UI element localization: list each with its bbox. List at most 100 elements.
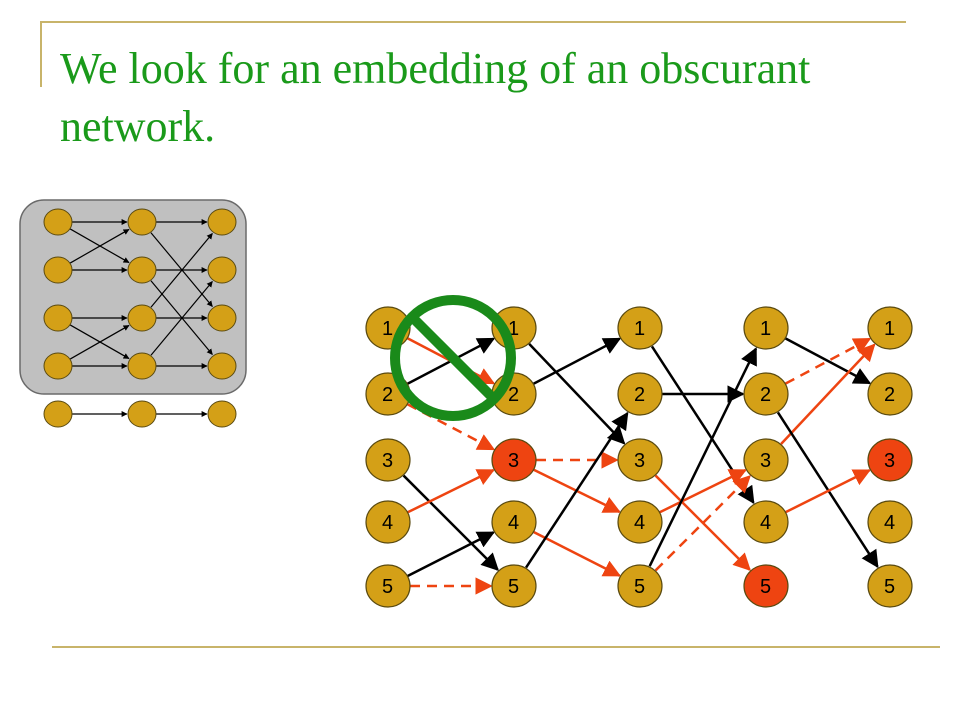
node-circle (365, 500, 411, 544)
prohibition-slash (408, 313, 498, 403)
node-c5-r3: 3 (867, 438, 913, 482)
node-c4-r4: 4 (743, 500, 789, 544)
left-rule (40, 21, 42, 87)
node-circle (743, 372, 789, 416)
node-c4-r2: 2 (743, 372, 789, 416)
inset-node-c2-r2 (127, 256, 157, 284)
node-label: 2 (508, 384, 519, 406)
node-label: 3 (884, 450, 895, 472)
inset-edge-16 (150, 281, 213, 356)
node-label: 4 (382, 512, 393, 534)
node-label: 1 (508, 318, 519, 340)
node-label: 3 (382, 450, 393, 472)
inset-node-c2-r3 (127, 304, 157, 332)
node-label: 2 (884, 384, 895, 406)
node-label: 5 (382, 576, 393, 598)
node-label: 2 (760, 384, 771, 406)
node-circle (365, 564, 411, 608)
node-c3-r5: 5 (617, 564, 663, 608)
node-label: 4 (634, 512, 645, 534)
node-label: 5 (884, 576, 895, 598)
main-edges (402, 337, 879, 595)
node-c3-r3: 3 (617, 438, 663, 482)
edge-23 (776, 411, 879, 569)
node-label: 5 (634, 576, 645, 598)
inset-nodes (43, 208, 237, 428)
node-c4-r5: 5 (743, 564, 789, 608)
node-circle (617, 564, 663, 608)
node-circle (867, 564, 913, 608)
inset-node-c1-r1 (43, 208, 73, 236)
slide-title: We look for an embedding of an obscurant… (60, 44, 811, 151)
node-label: 5 (508, 576, 519, 598)
node-circle (867, 438, 913, 482)
node-c5-r4: 4 (867, 500, 913, 544)
node-circle (743, 438, 789, 482)
inset-edges (69, 219, 213, 417)
node-circle (491, 500, 537, 544)
inset-node-c1-r5 (43, 400, 73, 428)
top-rule (40, 21, 906, 23)
node-circle (743, 306, 789, 350)
node-circle (617, 438, 663, 482)
node-circle (867, 372, 913, 416)
inset-node-c2-r4 (127, 352, 157, 380)
node-circle (867, 500, 913, 544)
edge-13 (525, 411, 629, 569)
node-label: 4 (884, 512, 895, 534)
edge-24 (785, 469, 871, 514)
inset-edge-7 (69, 324, 130, 360)
edge-22 (780, 343, 876, 445)
node-c3-r1: 1 (617, 306, 663, 350)
node-label: 1 (634, 318, 645, 340)
inset-node-c3-r5 (207, 400, 237, 428)
node-c4-r3: 3 (743, 438, 789, 482)
node-c1-r3: 3 (365, 438, 411, 482)
node-c4-r1: 1 (743, 306, 789, 350)
node-label: 1 (382, 318, 393, 340)
node-c3-r2: 2 (617, 372, 663, 416)
node-circle (617, 372, 663, 416)
prohibition-sign (390, 295, 516, 421)
edge-16 (654, 474, 751, 571)
edge-20 (784, 337, 872, 385)
node-label: 3 (634, 450, 645, 472)
edge-4 (402, 474, 499, 571)
inset-node-c3-r1 (207, 208, 237, 236)
node-c5-r2: 2 (867, 372, 913, 416)
node-label: 3 (508, 450, 519, 472)
inset-node-c3-r3 (207, 304, 237, 332)
inset-node-c3-r4 (207, 352, 237, 380)
node-c2-r4: 4 (491, 500, 537, 544)
node-c5-r1: 1 (867, 306, 913, 350)
node-circle (867, 306, 913, 350)
inset-edge-3 (69, 228, 130, 264)
node-c2-r5: 5 (491, 564, 537, 608)
edge-12 (533, 530, 622, 577)
node-label: 1 (760, 318, 771, 340)
node-circle (743, 500, 789, 544)
edge-6 (407, 531, 496, 578)
node-label: 5 (760, 576, 771, 598)
inset-box (19, 199, 247, 395)
node-circle (491, 564, 537, 608)
bottom-rule (52, 646, 940, 648)
node-c1-r4: 4 (365, 500, 411, 544)
edge-19 (654, 475, 751, 572)
node-circle (365, 438, 411, 482)
inset-node-c1-r2 (43, 256, 73, 284)
node-circle (491, 438, 537, 482)
node-label: 4 (760, 512, 771, 534)
inset-node-c1-r4 (43, 352, 73, 380)
node-label: 3 (760, 450, 771, 472)
inset-node-c1-r3 (43, 304, 73, 332)
node-c1-r5: 5 (365, 564, 411, 608)
inset-edge-14 (150, 233, 213, 308)
edge-18 (648, 347, 758, 567)
node-label: 2 (634, 384, 645, 406)
node-circle (617, 306, 663, 350)
edge-14 (650, 345, 755, 505)
